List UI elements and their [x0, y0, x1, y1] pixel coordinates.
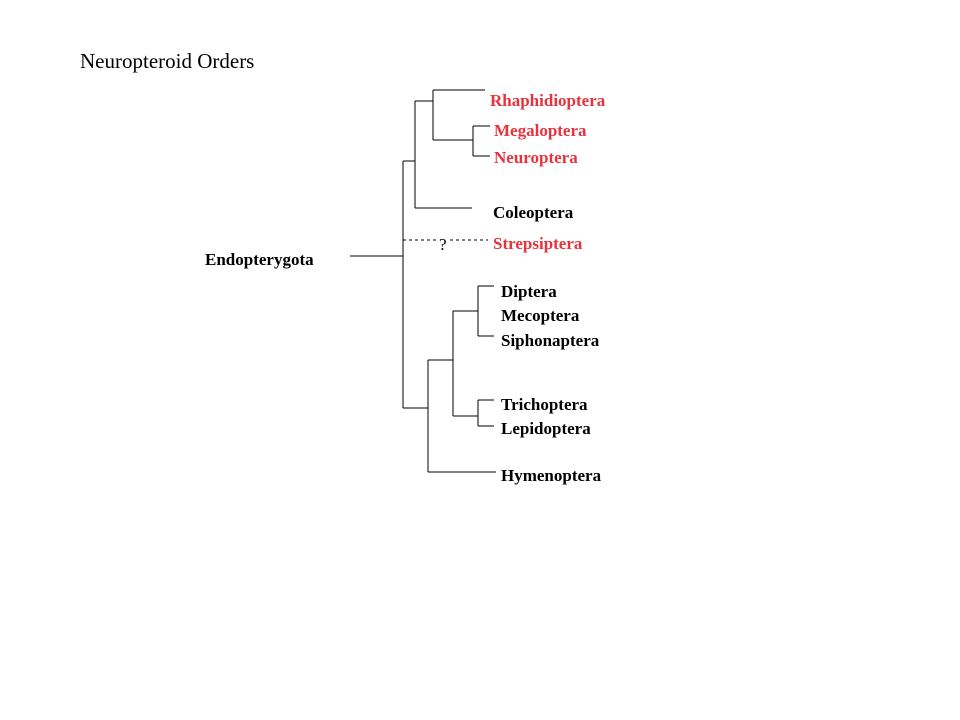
taxon-strepsiptera: Strepsiptera [493, 234, 583, 253]
taxon-mecoptera: Mecoptera [501, 306, 580, 325]
diagram-title: Neuropteroid Orders [80, 49, 254, 73]
taxon-lepidoptera: Lepidoptera [501, 419, 591, 438]
taxon-coleoptera: Coleoptera [493, 203, 574, 222]
uncertain-placement-mark: ? [439, 235, 447, 254]
taxon-siphonaptera: Siphonaptera [501, 331, 600, 350]
root-label-endopterygota: Endopterygota [205, 250, 314, 269]
taxon-trichoptera: Trichoptera [501, 395, 588, 414]
taxon-megaloptera: Megaloptera [494, 121, 587, 140]
taxon-rhaphidioptera: Rhaphidioptera [490, 91, 606, 110]
taxon-neuroptera: Neuroptera [494, 148, 578, 167]
taxon-hymenoptera: Hymenoptera [501, 466, 602, 485]
taxon-diptera: Diptera [501, 282, 557, 301]
